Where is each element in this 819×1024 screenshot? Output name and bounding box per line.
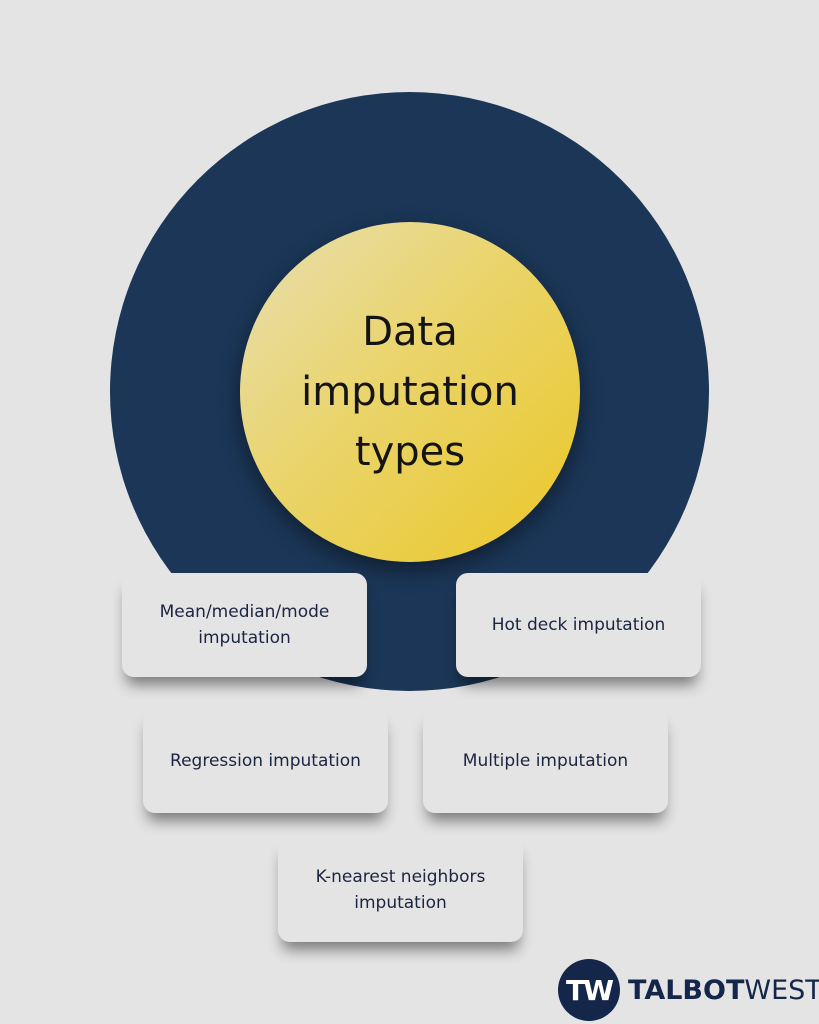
logo-name-light: WEST [744,974,819,1006]
card-multiple: Multiple imputation [423,709,668,813]
card-label: Hot deck imputation [491,615,666,635]
card-label: Mean/median/mode imputation [159,602,330,648]
card-mean-median-mode: Mean/median/mode imputation [122,573,367,677]
card-regression: Regression imputation [143,709,388,813]
talbot-west-logo: TW TALBOTWEST [558,958,819,1022]
logo-mark: TW [558,959,620,1021]
card-label: Multiple imputation [462,751,629,771]
card-label: K-nearest neighbors imputation [315,867,486,913]
logo-text: TALBOTWEST [628,975,819,1006]
logo-name-bold: TALBOT [628,974,745,1006]
diagram-title: Data imputation types [301,309,519,475]
center-circle: Data imputation types [240,222,580,562]
card-hot-deck: Hot deck imputation [456,573,701,677]
card-k-nearest: K-nearest neighbors imputation [278,838,523,942]
card-label: Regression imputation [170,751,361,771]
